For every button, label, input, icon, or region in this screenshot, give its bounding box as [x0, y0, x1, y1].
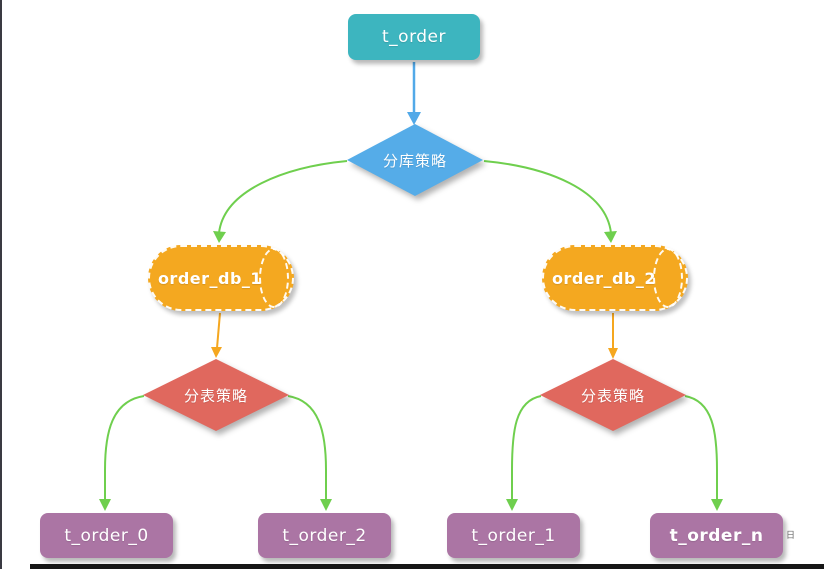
- node-table-sharding-strategy-left: 分表策略: [143, 359, 289, 431]
- node-t-order-0: t_order_0: [40, 513, 173, 558]
- node-order-db-2-label: order_db_2: [551, 268, 657, 288]
- arrowhead-down-icon: [99, 499, 111, 511]
- arrowhead-down-icon: [608, 348, 618, 359]
- edge-db2-to-table-strategy-right: [608, 313, 618, 359]
- edge-table-strategy-left-to-t2: [287, 395, 332, 511]
- window-border-left: [0, 0, 2, 569]
- arrowhead-down-icon: [506, 499, 518, 511]
- node-t-order-1: t_order_1: [447, 513, 580, 558]
- cylinder-cap-icon: [653, 248, 683, 308]
- node-t-order-n: t_order_n: [650, 513, 783, 558]
- node-order-db-2: order_db_2: [542, 245, 688, 311]
- edge-db-strategy-to-db2: [483, 160, 617, 243]
- node-table-sharding-strategy-right-label: 分表策略: [580, 386, 645, 405]
- edge-db-strategy-to-db1: [213, 160, 348, 243]
- arrowhead-down-icon: [711, 499, 723, 511]
- node-table-sharding-strategy-right: 分表策略: [540, 359, 686, 431]
- node-db-sharding-strategy-label: 分库策略: [382, 151, 447, 170]
- arrowhead-down-icon: [213, 231, 226, 243]
- arrowhead-down-icon: [320, 499, 332, 511]
- arrowhead-down-icon: [211, 347, 222, 358]
- edge-table-strategy-right-to-t1: [506, 395, 542, 511]
- edge-root-to-db-strategy: [407, 62, 421, 125]
- clipped-watermark-fragment: 日: [786, 531, 796, 541]
- node-t-order-n-label: t_order_n: [669, 525, 764, 546]
- node-t-order-2-label: t_order_2: [282, 525, 367, 546]
- node-table-sharding-strategy-left-label: 分表策略: [183, 386, 248, 405]
- node-t-order-2: t_order_2: [258, 513, 391, 558]
- node-db-sharding-strategy: 分库策略: [347, 124, 483, 196]
- node-t-order-0-label: t_order_0: [64, 525, 149, 546]
- edge-table-strategy-right-to-tn: [684, 395, 723, 511]
- window-border-bottom: [30, 564, 824, 569]
- node-order-db-1-label: order_db_1: [157, 268, 263, 288]
- arrowhead-down-icon: [604, 231, 617, 243]
- edge-db1-to-table-strategy-left: [211, 312, 222, 358]
- node-t-order-1-label: t_order_1: [471, 525, 556, 546]
- node-t-order-label: t_order: [382, 27, 446, 47]
- node-order-db-1: order_db_1: [148, 245, 294, 311]
- edge-table-strategy-left-to-t0: [99, 395, 145, 511]
- node-t-order: t_order: [348, 14, 480, 60]
- cylinder-cap-icon: [259, 248, 289, 308]
